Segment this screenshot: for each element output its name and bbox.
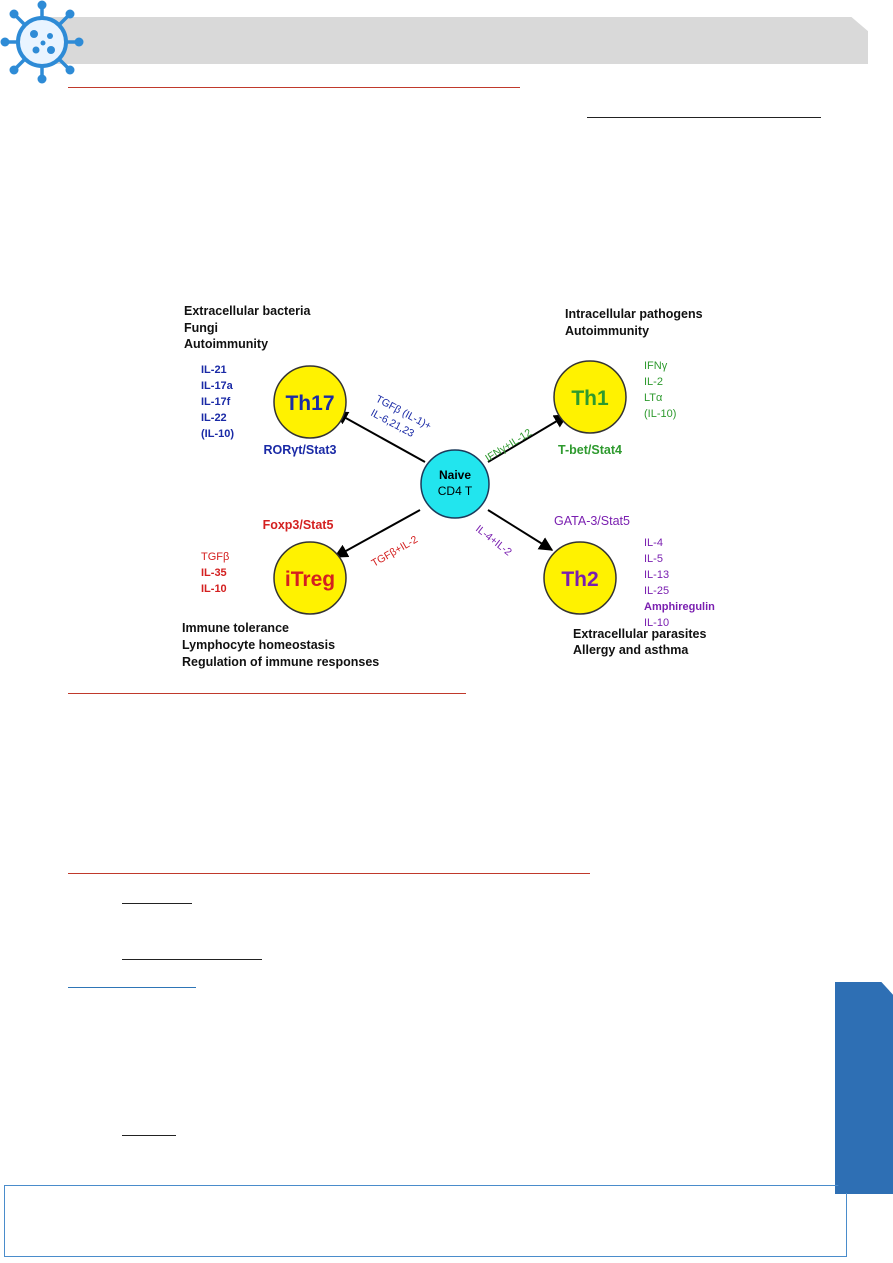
itreg-role: Lymphocyte homeostasis	[182, 638, 335, 652]
th17-factor: RORγt/Stat3	[264, 443, 337, 457]
naive-cd4-cell	[420, 449, 490, 519]
section-rule-2	[68, 693, 466, 694]
arrow-to-th1	[487, 414, 569, 463]
th1-role: Intracellular pathogens	[565, 307, 703, 321]
th2-cytokine: IL-5	[644, 553, 663, 565]
th2-cytokine: IL-25	[644, 585, 669, 597]
t-cell-differentiation-diagram: Naive CD4 T Th17 Extracellular bacteria …	[182, 304, 715, 669]
itreg-role: Regulation of immune responses	[182, 655, 379, 669]
footer-box	[4, 1185, 846, 1257]
th1-label: Th1	[571, 387, 609, 410]
th17-cytokine: IL-17f	[201, 396, 231, 408]
underline-rule-2	[122, 903, 192, 904]
th2-cytokine: Amphiregulin	[644, 601, 715, 613]
underline-rule-1	[587, 117, 821, 118]
th1-factor: T-bet/Stat4	[558, 443, 622, 457]
th2-role: Extracellular parasites	[573, 627, 706, 641]
th2-cytokine: IL-10	[644, 617, 669, 629]
section-rule-4	[68, 987, 196, 988]
naive-label: Naive	[439, 468, 471, 482]
th17-cytokine: IL-17a	[201, 380, 234, 392]
itreg-factor: Foxp3/Stat5	[263, 518, 334, 532]
th17-cytokine: (IL-10)	[201, 428, 234, 440]
th17-role: Extracellular bacteria	[184, 304, 312, 318]
th1-cytokine: IFNγ	[644, 360, 668, 372]
side-tab	[835, 982, 893, 1194]
itreg-cytokine: IL-10	[201, 583, 227, 595]
section-rule-1	[68, 87, 520, 88]
th17-cell	[273, 365, 347, 439]
th17-cytokine: IL-22	[201, 412, 227, 424]
footer-box-edge	[846, 1193, 847, 1257]
itreg-group: iTreg Foxp3/Stat5 TGFβ IL-35 IL-10 Immun…	[182, 518, 420, 669]
th17-cytokine: IL-21	[201, 364, 227, 376]
itreg-role: Immune tolerance	[182, 621, 289, 635]
arrow-to-itreg	[333, 509, 421, 558]
th2-label: Th2	[561, 568, 598, 591]
underline-rule-3	[122, 959, 262, 960]
th1-cytokine: LTα	[644, 392, 663, 404]
th1-cytokine: IL-2	[644, 376, 663, 388]
th2-group: Th2 GATA-3/Stat5 IL-4 IL-5 IL-13 IL-25 A…	[473, 514, 715, 657]
arrow-to-th17	[333, 411, 426, 463]
th2-cytokine: IL-13	[644, 569, 669, 581]
th1-cell	[553, 360, 627, 434]
virus-icon	[0, 0, 84, 84]
th1-role: Autoimmunity	[565, 324, 649, 338]
itreg-arrow-label: TGFβ+IL-2	[370, 533, 421, 569]
th17-label: Th17	[285, 392, 334, 415]
header-bar	[40, 17, 868, 64]
itreg-cell	[273, 541, 347, 615]
section-rule-3	[68, 873, 590, 874]
itreg-cytokine: IL-35	[201, 567, 227, 579]
th2-cell	[543, 541, 617, 615]
arrow-to-th2	[487, 509, 554, 551]
th17-role: Autoimmunity	[184, 337, 268, 351]
th1-group: Th1 Intracellular pathogens Autoimmunity…	[483, 307, 702, 465]
th2-arrow-label: IL-4+IL-2	[473, 523, 514, 559]
cd4-label: CD4 T	[438, 484, 473, 498]
itreg-cytokine: TGFβ	[201, 551, 229, 563]
underline-rule-4	[122, 1135, 176, 1136]
th2-factor: GATA-3/Stat5	[554, 514, 630, 528]
th1-arrow-label: IFNγ+IL-12	[483, 427, 534, 465]
th17-role: Fungi	[184, 321, 218, 335]
itreg-label: iTreg	[285, 568, 335, 591]
th1-cytokine: (IL-10)	[644, 408, 676, 420]
th2-role: Allergy and asthma	[573, 643, 689, 657]
th2-cytokine: IL-4	[644, 537, 663, 549]
th17-group: Th17 Extracellular bacteria Fungi Autoim…	[184, 304, 433, 457]
